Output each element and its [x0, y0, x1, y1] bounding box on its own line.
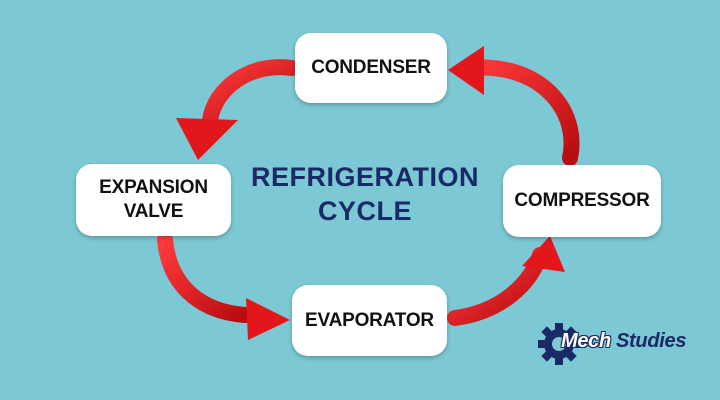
arrow-evaporator-to-compressor — [447, 236, 565, 326]
expansion-valve-node: EXPANSION VALVE — [76, 164, 231, 236]
compressor-node: COMPRESSOR — [503, 165, 661, 237]
logo-text-mech: Mech — [561, 330, 611, 352]
gear-icon — [538, 323, 580, 365]
arrow-expansion-valve-to-evaporator — [157, 232, 290, 340]
logo-text-studies: Studies — [616, 330, 687, 352]
diagram-title: REFRIGERATION CYCLE — [251, 162, 479, 226]
condenser-node: CONDENSER — [295, 33, 447, 103]
arrow-compressor-to-condenser — [448, 46, 580, 166]
mechstudies-logo: Mech Studies — [536, 316, 706, 372]
evaporator-node: EVAPORATOR — [292, 285, 447, 356]
arrow-condenser-to-expansion-valve — [176, 59, 300, 160]
